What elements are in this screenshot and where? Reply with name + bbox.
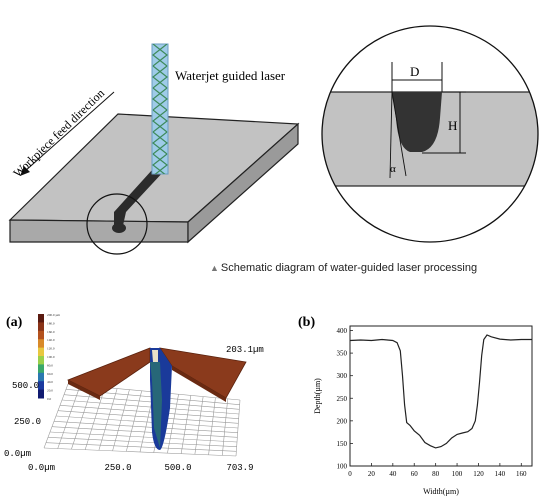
grid-line bbox=[43, 383, 69, 449]
grid-line bbox=[57, 385, 81, 449]
waterjet-label: Waterjet guided laser bbox=[175, 68, 286, 83]
y-tick-label: 400 bbox=[337, 327, 348, 335]
y-axis-label: Depth(µm) bbox=[313, 378, 322, 414]
colorbar-tick-label: 100.0 bbox=[47, 355, 55, 359]
x-tick-label: 0.0µm bbox=[28, 463, 55, 473]
inset-circle bbox=[321, 25, 539, 243]
x-tick-label: 120 bbox=[473, 470, 484, 478]
magnifier-circle bbox=[86, 193, 148, 255]
y-tick-label: 150 bbox=[337, 440, 348, 448]
feed-direction-arrowhead bbox=[20, 166, 30, 176]
y-tick-labels: 500.0 250.0 0.0µm bbox=[4, 381, 41, 459]
colorbar-tick-label: 120.0 bbox=[47, 347, 55, 351]
angle-wall-line bbox=[391, 91, 407, 177]
colorbar-segment bbox=[38, 372, 44, 382]
grid-line bbox=[112, 389, 130, 451]
colorbar-tick-label: 80.0 bbox=[47, 363, 53, 367]
y-tick-label: 300 bbox=[337, 372, 348, 380]
colorbar-segment bbox=[38, 364, 44, 374]
colorbar-segment bbox=[38, 314, 44, 323]
surface-trench-highlight bbox=[152, 350, 158, 362]
grid-line bbox=[180, 395, 192, 454]
y-tick-label: 100 bbox=[337, 463, 348, 471]
colorbar-tick-label: 40.0 bbox=[47, 380, 53, 384]
y-tick-label: 500.0 bbox=[12, 381, 39, 391]
grid-line bbox=[125, 390, 143, 452]
panel-a-3d-surface: (a) 200.0 µm 180.0 160.0 140.0 120.0 100.0 80.… bbox=[4, 313, 264, 473]
x-tick-label: 250.0 bbox=[104, 463, 131, 473]
inset-kerf bbox=[392, 92, 442, 152]
cross-section-inset: D H α bbox=[321, 25, 539, 243]
angle-label: α bbox=[390, 163, 396, 175]
x-tick-label: 20 bbox=[368, 470, 376, 478]
panel-b-label: (b) bbox=[298, 315, 315, 330]
x-axis-ticks: 0 20 40 60 80 100 120 140 160 bbox=[348, 463, 527, 478]
colorbar-tick-label: 60.0 bbox=[47, 372, 53, 376]
colorbar-tick-label: 20.0 bbox=[47, 389, 53, 393]
colorbar-segment bbox=[38, 356, 44, 365]
feed-direction-arrow bbox=[23, 91, 115, 173]
caption-marker: ▲ bbox=[210, 263, 219, 273]
grid-line bbox=[194, 396, 204, 455]
depth-profile-line bbox=[349, 334, 532, 449]
colorbar-tick-label: 200.0 µm bbox=[47, 313, 60, 317]
schematic-diagram: Workpiece feed direction Waterjet guided… bbox=[8, 43, 300, 255]
colorbar-segment bbox=[38, 389, 44, 399]
waterjet-helix bbox=[152, 44, 168, 174]
grid-line bbox=[221, 398, 229, 456]
colorbar-tick-label: 180.0 bbox=[47, 321, 55, 325]
x-tick-label: 40 bbox=[389, 470, 397, 478]
z-max-label: 203.1µm bbox=[226, 345, 264, 355]
x-tick-label: 100 bbox=[452, 470, 463, 478]
y-tick-label: 250 bbox=[337, 395, 348, 403]
grid-line bbox=[208, 397, 216, 455]
colorbar bbox=[38, 314, 44, 399]
colorbar-segment bbox=[38, 347, 44, 357]
x-tick-label: 703.9 bbox=[226, 463, 253, 473]
surface-trench-wall bbox=[150, 362, 162, 448]
x-axis-label: Width(µm) bbox=[423, 487, 459, 496]
angle-reference-line bbox=[389, 91, 393, 179]
colorbar-segment bbox=[38, 381, 44, 391]
colorbar-tick-label: 0.0 bbox=[47, 397, 52, 401]
x-tick-label: 80 bbox=[432, 470, 440, 478]
colorbar-segment bbox=[38, 330, 44, 340]
colorbar-tick-label: 160.0 bbox=[47, 330, 55, 334]
surface-front-right bbox=[172, 366, 226, 402]
x-tick-labels: 0.0µm 250.0 500.0 703.9 bbox=[28, 463, 254, 473]
grid-line bbox=[167, 394, 179, 454]
colorbar-ticks: 200.0 µm 180.0 160.0 140.0 120.0 100.0 80.0 60.… bbox=[47, 313, 60, 401]
grid-line bbox=[235, 399, 241, 457]
width-label: D bbox=[410, 64, 419, 79]
panel-b-line-chart: (b) 100 150 200 250 300 350 400 0 20 40 60 80 100 12… bbox=[298, 315, 533, 496]
x-tick-label: 60 bbox=[411, 470, 419, 478]
y-tick-label: 250.0 bbox=[14, 417, 41, 427]
caption-text: Schematic diagram of water-guided laser … bbox=[220, 262, 478, 274]
workpiece-side-face bbox=[187, 122, 299, 244]
grid-line bbox=[71, 386, 93, 450]
groove-end bbox=[112, 223, 126, 233]
surface-front-left bbox=[68, 380, 100, 400]
grid-line bbox=[98, 388, 118, 451]
x-tick-label: 500.0 bbox=[164, 463, 191, 473]
workpiece-front-face bbox=[9, 219, 189, 243]
schematic-caption: ▲Schematic diagram of water-guided laser… bbox=[210, 262, 477, 274]
colorbar-segment bbox=[38, 339, 44, 349]
floor-grid bbox=[43, 383, 241, 457]
y-axis-ticks: 100 150 200 250 300 350 400 bbox=[337, 327, 353, 471]
colorbar-tick-label: 140.0 bbox=[47, 338, 55, 342]
surface-plateau-right bbox=[159, 347, 247, 399]
depth-label: H bbox=[448, 118, 457, 133]
colorbar-segment bbox=[38, 322, 44, 332]
panel-a-label: (a) bbox=[6, 315, 23, 330]
y-tick-label: 0.0µm bbox=[4, 449, 31, 459]
y-tick-label: 200 bbox=[337, 417, 348, 425]
x-tick-label: 160 bbox=[516, 470, 527, 478]
plot-frame bbox=[349, 325, 533, 467]
x-tick-label: 0 bbox=[348, 470, 352, 478]
y-tick-label: 350 bbox=[337, 350, 348, 358]
grid-line bbox=[84, 387, 106, 450]
x-tick-label: 140 bbox=[495, 470, 506, 478]
